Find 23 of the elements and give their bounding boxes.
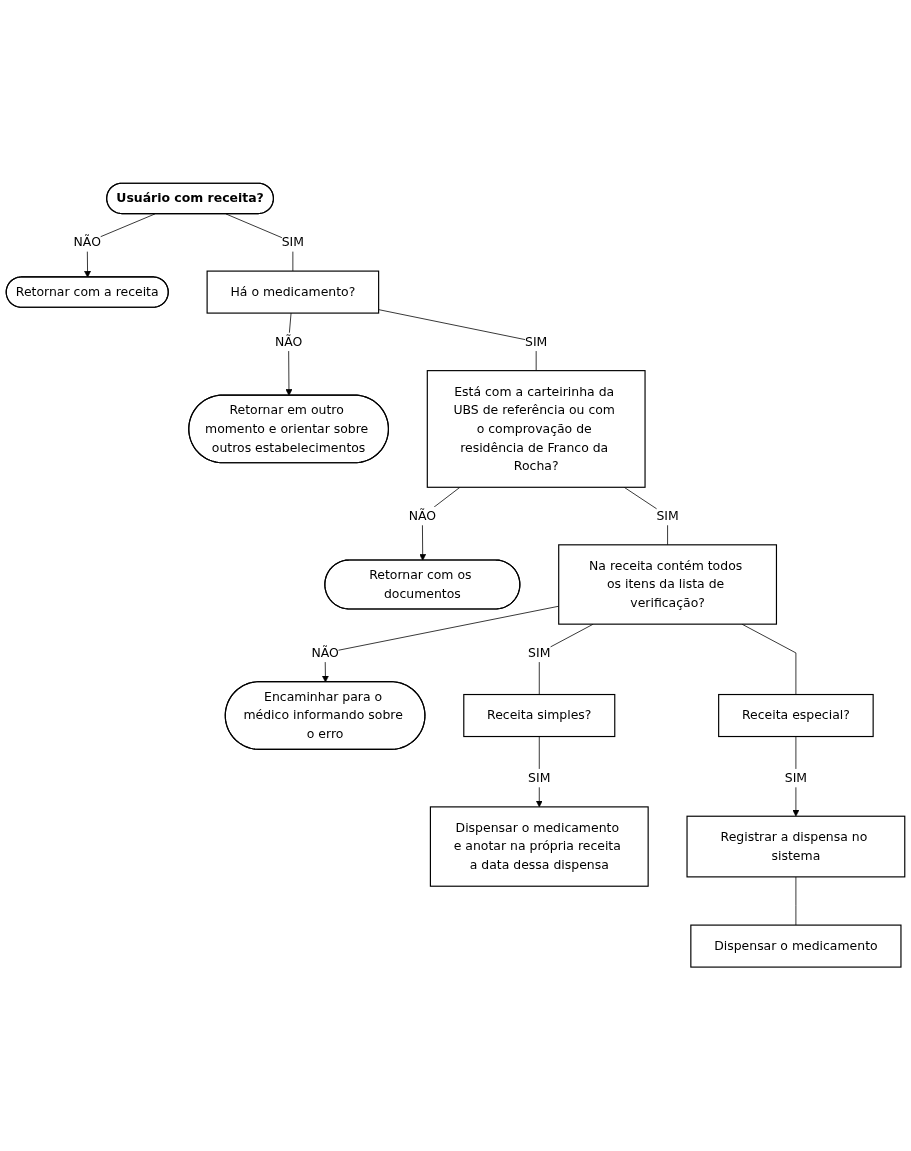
connector xyxy=(795,876,797,926)
edge-label: NÃO xyxy=(408,508,437,524)
connector xyxy=(378,309,537,372)
node-box: Há o medicamento? xyxy=(206,270,380,314)
node-box: Na receita contém todos os itens da lista de verificação? xyxy=(558,544,778,626)
node-box: Dispensar o medicamento e anotar na própria receita a data dessa dispensa xyxy=(429,806,649,888)
edge-label: NÃO xyxy=(73,234,101,250)
edge-label: SIM xyxy=(528,645,551,661)
edge-label: NÃO xyxy=(274,334,303,350)
connector xyxy=(623,487,668,546)
node-box: Dispensar o medicamento xyxy=(690,924,902,969)
node-box: Receita especial? xyxy=(718,694,874,738)
node-box: Receita simples? xyxy=(463,694,616,738)
edge-label: NÃO xyxy=(311,645,339,661)
edge-label: SIM xyxy=(281,234,305,250)
edge-label: SIM xyxy=(528,770,551,786)
connector xyxy=(225,213,294,272)
edge-label: SIM xyxy=(784,770,808,786)
node-box: Registrar a dispensa no sistema xyxy=(686,816,906,878)
edge-label: SIM xyxy=(656,508,679,524)
edge-label: SIM xyxy=(525,334,548,350)
connector xyxy=(538,624,594,696)
node-box: Está com a carteirinha da UBS de referência ou com o comprovação de residência de Franco da Rocha? xyxy=(426,370,646,489)
